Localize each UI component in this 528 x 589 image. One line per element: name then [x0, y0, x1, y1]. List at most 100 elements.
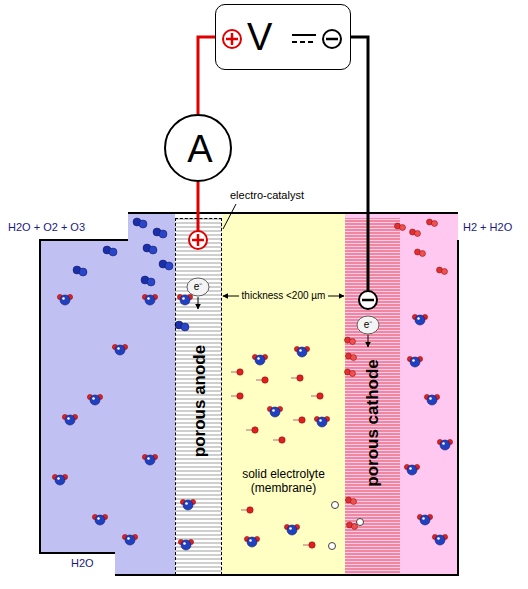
highlight	[429, 397, 432, 400]
dc-symbol	[292, 41, 316, 43]
highlight	[319, 419, 322, 422]
hydrogen-molecule	[437, 267, 448, 275]
hydrogen-atom	[420, 251, 426, 257]
plus-terminal	[223, 30, 241, 48]
water-molecule	[92, 514, 107, 525]
hydrogen-molecule	[427, 219, 438, 227]
electron	[329, 543, 336, 550]
oxygen-atom	[255, 355, 265, 365]
cathode-chamber	[345, 213, 458, 575]
highlight	[185, 502, 188, 505]
oxygen-atom	[139, 220, 147, 228]
oxygen-atom	[149, 246, 157, 254]
meter-symbols	[216, 5, 349, 68]
node-label: solid electrolyte (membrane)	[228, 468, 340, 496]
porous-anode: porous anode	[175, 218, 222, 575]
node-label: V	[247, 16, 272, 60]
oxygen-atom	[90, 395, 100, 405]
oxygen-atom	[109, 248, 117, 256]
oxygen-atom	[115, 345, 125, 355]
hydrogen-molecule	[345, 337, 356, 345]
water-molecule	[57, 294, 72, 305]
flow-label: H2O	[71, 557, 94, 570]
oxygen-atom	[297, 347, 307, 357]
proton-dot	[317, 393, 323, 399]
oxygen-atom	[95, 515, 105, 525]
oxygen-atom	[440, 440, 450, 450]
motion-tail	[273, 439, 279, 440]
oxygen-atom	[60, 295, 70, 305]
oxygen-molecule	[141, 276, 155, 286]
proton	[303, 542, 315, 548]
oxygen-atom	[125, 535, 135, 545]
dimension-label: thickness <200 µm	[239, 290, 329, 302]
node-label: porous anode	[190, 345, 210, 457]
water-molecule	[252, 354, 267, 365]
highlight	[62, 297, 65, 300]
water-molecule	[62, 414, 77, 425]
water-molecule	[407, 356, 422, 367]
highlight	[257, 357, 260, 360]
porous-cathode: porous cathode	[345, 218, 400, 575]
hydrogen-atom	[351, 355, 357, 361]
oxygen-atom	[287, 525, 297, 535]
proton	[256, 377, 268, 383]
motion-tail	[231, 395, 237, 396]
motion-tail	[246, 429, 252, 430]
membrane-fill	[222, 213, 345, 575]
proton	[241, 507, 253, 513]
proton-dot	[309, 542, 315, 548]
water-molecule	[432, 534, 447, 545]
highlight	[127, 537, 130, 540]
electron-arrow	[198, 297, 199, 309]
hydrogen-molecule	[346, 353, 357, 361]
oxygen-atom	[180, 295, 190, 305]
motion-tail	[256, 379, 262, 380]
highlight	[117, 347, 120, 350]
motion-tail	[303, 544, 309, 545]
electron-stack	[357, 316, 379, 334]
water-molecule	[244, 536, 259, 547]
motion-tail	[291, 377, 297, 378]
hydrogen-atom	[415, 231, 421, 237]
oxygen-atom	[145, 455, 155, 465]
hydrogen-atom	[350, 371, 356, 377]
highlight	[147, 297, 150, 300]
oxygen-molecule	[73, 266, 87, 276]
flow-label: H2O + O2 + O3	[8, 221, 85, 234]
flow-label: H2 + H2O	[463, 221, 512, 234]
proton	[231, 369, 243, 375]
highlight	[412, 359, 415, 362]
highlight	[422, 517, 425, 520]
anode-hatching	[175, 218, 222, 575]
water-molecule	[294, 346, 309, 357]
oxygen-atom	[147, 278, 155, 286]
motion-tail	[311, 395, 317, 396]
hydrogen-atom	[350, 339, 356, 345]
electron	[357, 519, 364, 526]
proton	[311, 393, 323, 399]
oxygen-atom	[247, 537, 257, 547]
proton-dot	[237, 393, 243, 399]
oxygen-atom	[65, 415, 75, 425]
oxygen-atom	[427, 395, 437, 405]
hydrogen-molecule	[395, 223, 406, 231]
hydrogen-atom	[432, 221, 438, 227]
voltmeter-box: V	[215, 4, 351, 70]
vessel-left-wall	[40, 240, 128, 553]
water-molecule	[112, 344, 127, 355]
oxygen-atom	[407, 465, 417, 475]
wire	[351, 37, 368, 218]
water-molecule	[284, 524, 299, 535]
dc-symbol	[292, 34, 316, 36]
water-molecule	[142, 454, 157, 465]
water-molecule	[180, 499, 195, 510]
anode-chamber	[40, 213, 175, 575]
proton	[231, 393, 243, 399]
electron-stack	[187, 278, 209, 296]
proton-dot	[247, 507, 253, 513]
water-molecule	[178, 539, 193, 550]
proton-dot	[299, 417, 305, 423]
highlight	[409, 467, 412, 470]
hydrogen-atom	[352, 524, 358, 530]
